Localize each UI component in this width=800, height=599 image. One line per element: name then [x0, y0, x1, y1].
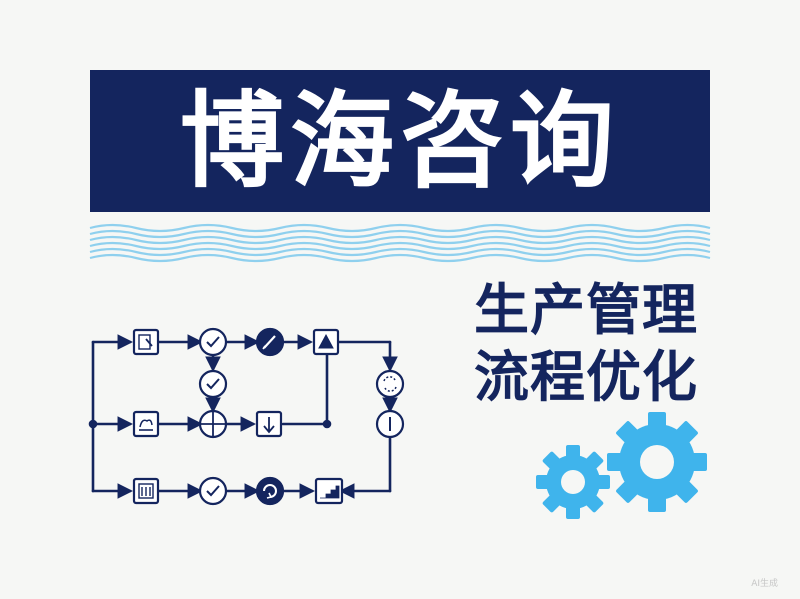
stairs-icon — [314, 477, 344, 505]
gear-icon — [607, 412, 707, 512]
subtitle-line-2: 流程优化 — [474, 345, 699, 409]
subtitle-line-1: 生产管理 — [474, 278, 699, 342]
pencil-icon — [255, 327, 285, 357]
chart-document-icon — [132, 410, 160, 438]
info-icon — [375, 409, 405, 439]
refresh-icon — [375, 369, 405, 399]
document-pen-icon — [132, 328, 160, 356]
title-banner: 博海咨询 — [90, 70, 710, 212]
cycle-icon — [255, 476, 285, 506]
check-icon — [198, 327, 228, 357]
down-arrow-icon — [255, 410, 283, 438]
watermark: AI生成 — [751, 579, 778, 589]
warning-triangle-icon — [312, 328, 340, 356]
gear-icon — [536, 445, 610, 519]
check-icon — [198, 476, 228, 506]
process-flowchart — [88, 327, 405, 506]
gears-decoration — [536, 412, 707, 519]
wave-lines-decoration — [89, 223, 711, 263]
brand-title: 博海咨询 — [179, 80, 620, 202]
document-stack-icon — [132, 477, 160, 505]
plus-junction-icon — [198, 409, 228, 439]
check-icon — [198, 369, 228, 399]
